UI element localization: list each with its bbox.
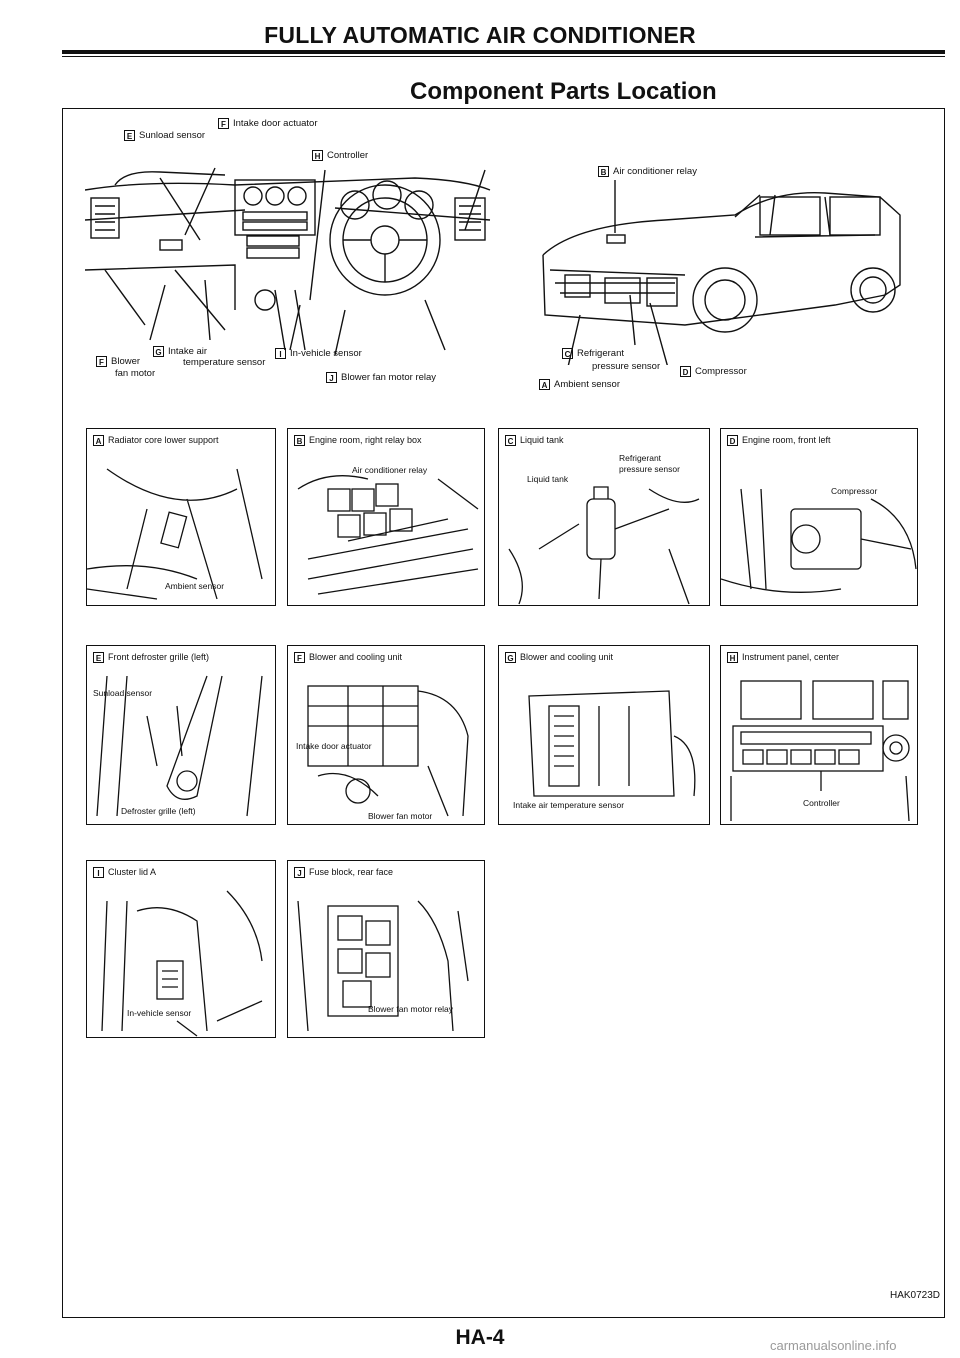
callout-blower-fan-motor: fan motor — [115, 368, 156, 379]
panel-j-label-blower-fan-motor-relay: Blower fan motor relay — [368, 1004, 454, 1014]
figure-frame — [62, 108, 945, 1318]
panel-d-drawing — [721, 488, 917, 593]
panel-a-drawing — [87, 468, 263, 600]
figure-code: HAK0723D — [889, 1290, 940, 1301]
dashboard-illustration — [85, 167, 491, 355]
panel-f-drawing — [307, 685, 469, 817]
panel-c-drawing — [508, 486, 700, 605]
section-title: Component Parts Location — [410, 78, 717, 105]
panel-c-label-refrigerant: Refrigerant — [619, 453, 662, 463]
panel-h-drawing — [730, 680, 910, 822]
panel-e-label-defroster-grille: Defroster grille (left) — [121, 806, 196, 816]
panel-i-drawing — [101, 890, 263, 1037]
panel-c-label-liquid-tank: Liquid tank — [527, 474, 569, 484]
panel-j-drawing — [297, 900, 469, 1032]
panel-h-label-controller: Controller — [803, 798, 840, 808]
panel-g-label-intake-air-temp-sensor: Intake air temperature sensor — [513, 800, 625, 810]
watermark-text: carmanualsonline.info — [770, 1338, 897, 1353]
callout-pressure-sensor: pressure sensor — [592, 361, 661, 372]
header-rule-thin — [62, 56, 945, 57]
panel-e-label-sunload-sensor: Sunload sensor — [93, 688, 153, 698]
panel-f-label-blower-fan-motor: Blower fan motor — [368, 811, 433, 821]
panel-e-drawing — [96, 675, 263, 817]
panel-g-drawing — [528, 690, 696, 797]
panel-a-label-ambient-sensor: Ambient sensor — [165, 581, 225, 591]
callout-intake-air-temperature-sensor: temperature sensor — [183, 357, 266, 368]
panel-b-drawing — [297, 475, 479, 595]
header-rule-thick — [62, 50, 945, 54]
vehicle-illustration — [542, 180, 901, 365]
panel-b-label-ac-relay: Air conditioner relay — [352, 465, 428, 475]
panel-c-label-pressure-sensor: pressure sensor — [619, 464, 680, 474]
page-header-title: FULLY AUTOMATIC AIR CONDITIONER — [264, 22, 696, 48]
panel-i-label-in-vehicle-sensor: In-vehicle sensor — [127, 1008, 192, 1018]
page-number: HA-4 — [455, 1326, 505, 1349]
panel-d-label-compressor: Compressor — [831, 486, 878, 496]
panel-f-label-intake-door-actuator: Intake door actuator — [296, 741, 372, 751]
